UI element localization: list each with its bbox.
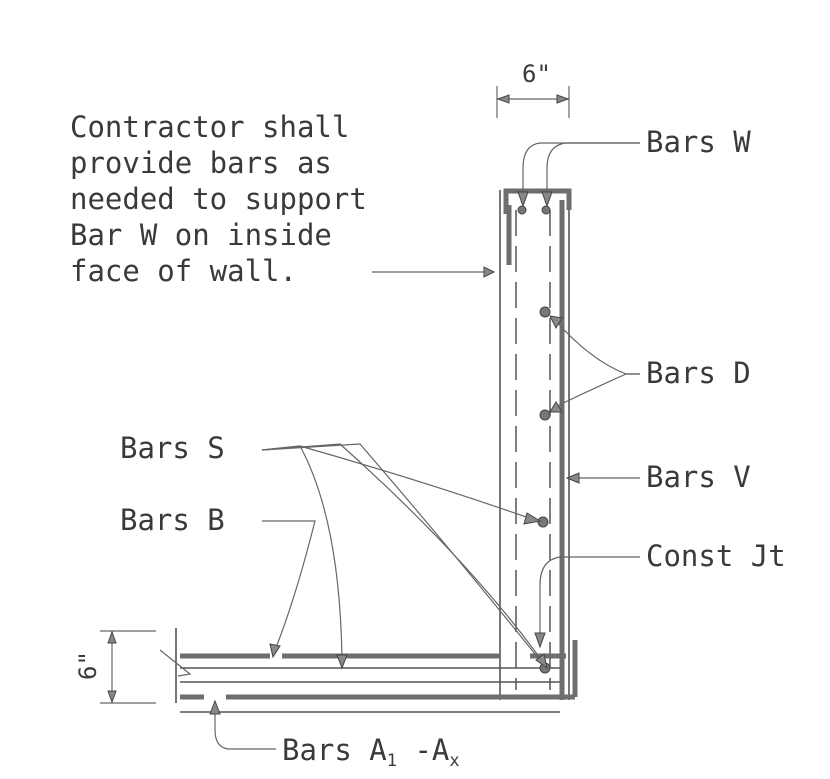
bar-s-dot [537,516,549,528]
note-line-1: Contractor shall [70,110,349,144]
slab-thickness-dimension: 6" [74,630,156,704]
bars-a-sub1: 1 [387,751,397,771]
bars-a-prefix: Bars A [282,733,387,767]
note-line-3: needed to support [70,182,367,216]
note-line-5: face of wall. [70,254,297,288]
callout-bars-s: Bars S [120,431,548,670]
bar-d-dot-2 [539,409,551,421]
wall-reinforcement [503,188,572,700]
bars-d-label: Bars D [646,356,751,390]
bars-a-sub2: x [449,751,459,771]
callout-bars-v: Bars V [565,460,751,494]
bar-w-dot-2 [541,205,551,215]
wall-outline [499,190,570,700]
callout-bars-d: Bars D [549,315,751,413]
wall-thickness-dimension: 6" [496,60,570,118]
bars-a-mid: -A [397,733,449,767]
const-jt-label: Const Jt [646,539,786,573]
bar-w-hook [503,188,572,214]
bars-s-label: Bars S [120,431,225,465]
bars-w-label: Bars W [646,125,751,159]
bars-a-label: Bars A1 -Ax [282,733,460,771]
bar-w-dot-1 [517,205,527,215]
bars-b-label: Bars B [120,503,225,537]
note-line-2: provide bars as [70,146,332,180]
callout-const-jt: Const Jt [534,539,786,649]
wall-thickness-label: 6" [522,60,551,88]
bars-v-label: Bars V [646,460,751,494]
callout-bars-w: Bars W [517,125,751,208]
slab-thickness-label: 6" [74,651,102,680]
bar-d-dot-1 [539,306,551,318]
note-leader [372,266,496,278]
base-slab [159,628,578,713]
callout-bars-a: Bars A1 -Ax [209,699,460,771]
break-mark [159,649,192,677]
support-note: Contractor shall provide bars as needed … [70,110,367,288]
note-line-4: Bar W on inside [70,218,332,252]
callout-bars-b: Bars B [120,503,316,659]
